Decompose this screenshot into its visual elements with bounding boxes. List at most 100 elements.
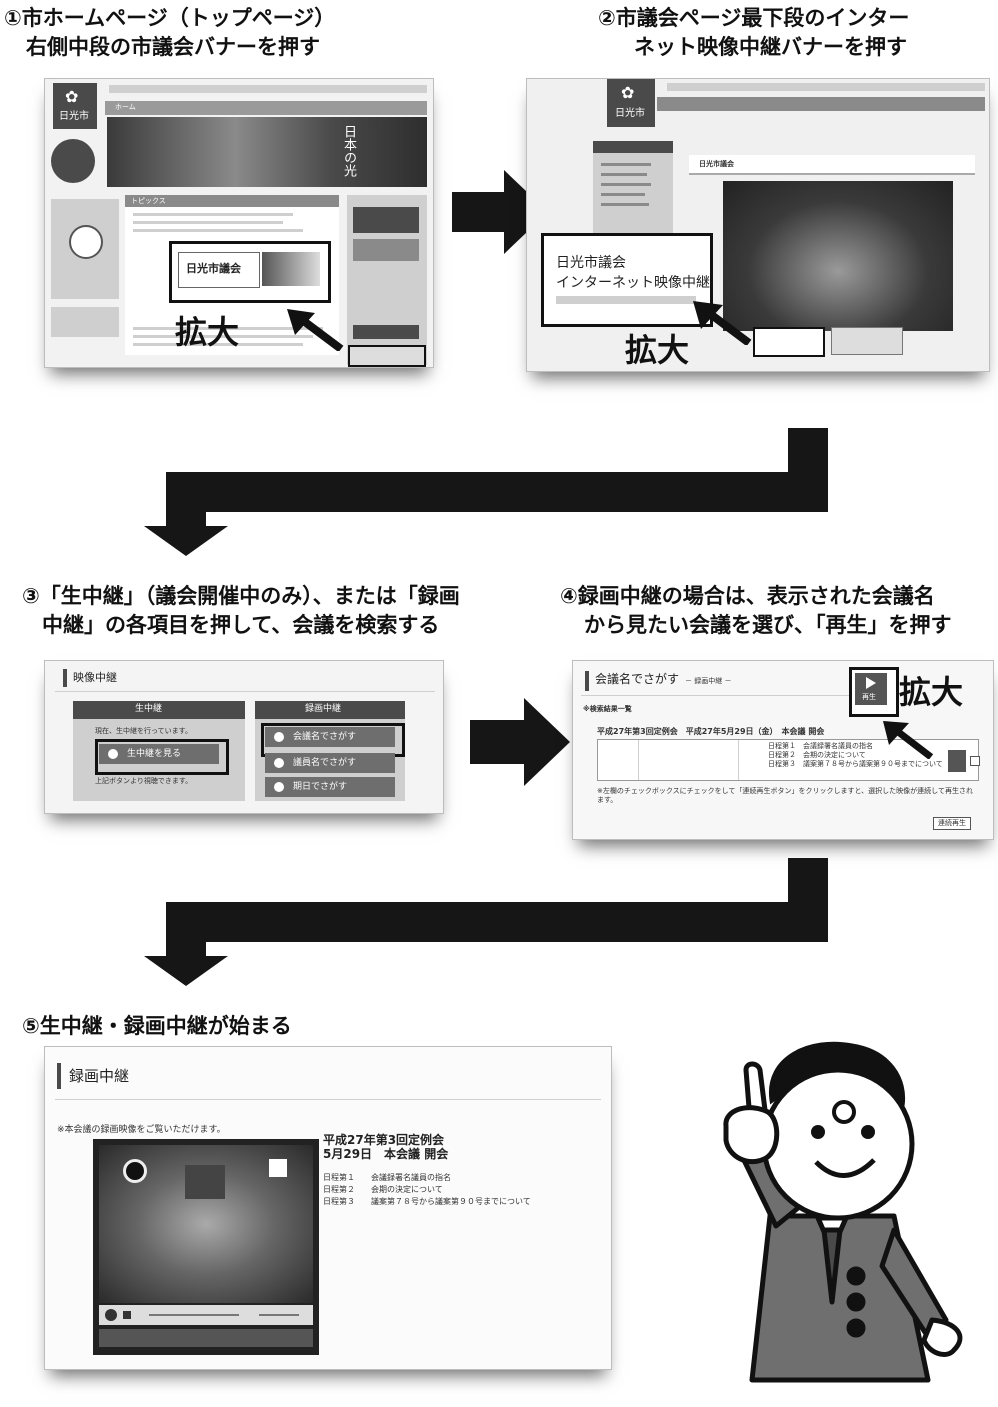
continuous-play-button[interactable]: 連続再生 — [933, 817, 971, 830]
promo-circle[interactable] — [51, 139, 95, 183]
section-title: 日光市議会 — [699, 160, 734, 168]
site-name: 日光市 — [615, 108, 645, 119]
live-note: 現在、生中継を行っています。 — [95, 727, 192, 735]
meeting-title: 平成27年第3回定例会 平成27年5月29日（金） 本会議 開会 — [597, 727, 825, 736]
left-column — [51, 199, 119, 299]
step-title-line2: 中継」の各項目を押して、会議を検索する — [42, 613, 440, 637]
step-4-caption: ④録画中継の場合は、表示された会議名 から見たい会議を選び、「再生」を押す — [560, 582, 952, 640]
step-number: ① — [4, 6, 22, 30]
step-title-line1: 生中継・録画中継が始まる — [39, 1014, 292, 1038]
step-title-line2: 右側中段の市議会バナーを押す — [26, 35, 320, 59]
council-banner-label: 日光市議会 — [186, 262, 241, 275]
tab-home[interactable]: ホーム — [115, 103, 136, 111]
page-heading: 日光市議会 — [689, 155, 975, 175]
step-number: ③ — [22, 584, 40, 608]
play-label: 再生 — [862, 693, 876, 701]
global-nav — [657, 97, 985, 111]
mascot-character — [723, 1041, 963, 1383]
step-2-caption: ②市議会ページ最下段のインター ネット映像中継バナーを押す — [598, 4, 909, 62]
zoom-label: 拡大 — [899, 673, 964, 711]
hero-image: 日本の光 — [107, 117, 427, 187]
step-number: ④ — [560, 584, 578, 608]
flower-emblem-icon: ✿ — [621, 83, 635, 102]
volume-slider[interactable] — [259, 1314, 299, 1316]
council-chamber-photo — [723, 181, 953, 331]
step-title-line1: 市ホームページ（トップページ） — [21, 6, 336, 30]
screenshot-broadcast-panel: 映像中継 生中継 現在、生中継を行っています。 生中継を見る 上記ボタンより視聴… — [44, 660, 444, 814]
screenshot-council-page: ✿ 日光市 日光市議会 日光市議会 インターネット映像中継 拡大 — [526, 78, 990, 372]
hero-text: 日本の光 — [341, 125, 356, 177]
search-by-member-button[interactable]: 議員名でさがす — [265, 753, 395, 773]
agenda-item-3: 日程第３ 議案第７８号から議案第９０号までについて — [768, 760, 943, 768]
flow-connector-drop — [166, 902, 206, 962]
screenshot-city-homepage: ✿ 日光市 ホーム 日本の光 トピックス 日光市議会 拡大 — [44, 78, 434, 368]
flow-connector-horizontal — [166, 472, 828, 512]
meeting-line2: 5月29日 本会議 開会 — [323, 1147, 449, 1161]
stop-icon[interactable] — [123, 1311, 131, 1319]
video-player[interactable] — [93, 1139, 319, 1355]
flow-connector-horizontal — [166, 902, 828, 942]
play-pause-icon[interactable] — [105, 1309, 117, 1321]
search-by-meeting-button[interactable]: 会議名でさがす — [265, 727, 395, 747]
broadcast-banner-line2: インターネット映像中継 — [556, 275, 710, 291]
sidebar-menu — [593, 141, 673, 237]
utility-bar — [109, 85, 427, 93]
flow-arrow-right-icon — [470, 698, 570, 786]
mascot-head — [761, 1041, 915, 1221]
zoomed-council-banner[interactable]: 日光市議会 — [169, 241, 331, 303]
continuous-checkbox[interactable] — [970, 756, 980, 766]
live-watch-button[interactable]: 生中継を見る — [99, 744, 219, 764]
screenshot-playback: 録画中継 ※本会議の録画映像をご覧いただけます。 平成27年第3回定例会 5月2… — [44, 1046, 612, 1370]
live-header: 生中継 — [135, 704, 163, 714]
step-title-line1: 市議会ページ最下段のインター — [615, 6, 910, 30]
pointer-arrow-icon — [883, 721, 934, 759]
play-icon — [866, 677, 876, 689]
right-banner-column — [347, 195, 427, 367]
live-panel: 生中継 現在、生中継を行っています。 生中継を見る 上記ボタンより視聴できます。 — [73, 701, 245, 801]
agenda-item-1: 日程第１ 会議録署名議員の指名 — [323, 1173, 451, 1182]
agenda-item-2: 日程第２ 会期の決定について — [323, 1185, 443, 1194]
mascot-thumbnail — [69, 225, 103, 259]
step-1-caption: ①市ホームページ（トップページ） 右側中段の市議会バナーを押す — [4, 4, 335, 62]
screenshot-meeting-results: 会議名でさがす － 録画中継 － ※検索結果一覧 平成27年第3回定例会 平成2… — [572, 660, 994, 840]
agenda-item-1: 日程第１ 会議録署名議員の指名 — [768, 742, 873, 750]
flow-connector-drop — [166, 472, 206, 532]
continuous-note: ※左欄のチェックボックスにチェックをして「連続再生ボタン」をクリックしますと、選… — [597, 787, 973, 804]
step-number: ⑤ — [22, 1014, 40, 1038]
step-title-line1: 録画中継の場合は、表示された会議名 — [577, 584, 935, 608]
city-council-banner-small[interactable] — [348, 345, 426, 367]
site-name: 日光市 — [59, 111, 89, 122]
sub-title: － 録画中継 － — [685, 677, 732, 685]
step-number: ② — [598, 6, 616, 30]
zoomed-broadcast-banner[interactable]: 日光市議会 インターネット映像中継 — [541, 233, 713, 327]
pointer-arrow-icon — [693, 301, 752, 345]
zoomed-play-button[interactable]: 再生 — [849, 667, 899, 717]
agenda-item-3: 日程第３ 議案第７８号から議案第９０号までについて — [323, 1197, 531, 1206]
panel-title: 録画中継 — [69, 1067, 130, 1085]
panel-title: 映像中継 — [73, 671, 117, 684]
live-footer: 上記ボタンより視聴できます。 — [95, 777, 193, 785]
meeting-line1: 平成27年第3回定例会 — [323, 1133, 445, 1147]
result-label: ※検索結果一覧 — [583, 705, 632, 713]
zoom-label: 拡大 — [175, 313, 240, 351]
flow-arrow-down-icon — [144, 956, 228, 986]
broadcast-banner-small[interactable] — [753, 327, 825, 357]
broadcast-banner-line1: 日光市議会 — [556, 255, 626, 271]
step-title-line2: から見たい会議を選び、「再生」を押す — [584, 613, 952, 637]
seek-bar[interactable] — [149, 1314, 239, 1316]
player-controls — [99, 1305, 313, 1325]
topics-title: トピックス — [131, 197, 166, 205]
zoom-label: 拡大 — [625, 331, 690, 369]
pointer-arrow-icon — [287, 309, 344, 351]
graph-banner[interactable] — [51, 307, 119, 337]
site-logo: ✿ 日光市 — [53, 83, 97, 129]
recorded-panel: 録画中継 会議名でさがす 議員名でさがす 期日でさがす — [255, 701, 405, 801]
video-frame — [99, 1145, 313, 1303]
recorded-header: 録画中継 — [305, 704, 342, 714]
step-3-caption: ③「生中継」（議会開催中のみ）、または「録画 中継」の各項目を押して、会議を検索… — [22, 582, 460, 640]
global-nav: ホーム — [105, 101, 427, 115]
flow-arrow-down-icon — [144, 526, 228, 556]
mascot-body — [737, 1133, 963, 1383]
step-title-line2: ネット映像中継バナーを押す — [634, 35, 907, 59]
search-by-date-button[interactable]: 期日でさがす — [265, 777, 395, 797]
